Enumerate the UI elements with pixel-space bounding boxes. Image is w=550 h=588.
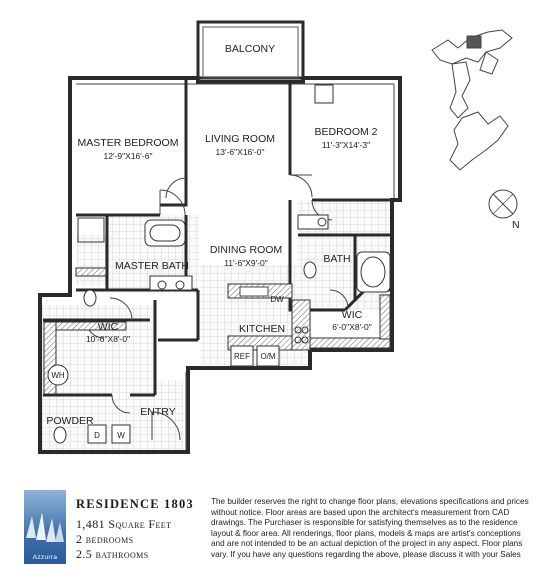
living-room-dims: 13'-6"X16'-0" bbox=[216, 147, 265, 157]
brand-name: Azzurra bbox=[32, 554, 58, 561]
master-closet-box bbox=[77, 217, 105, 243]
dining-room-dims: 11'-6"X9'-0" bbox=[224, 258, 268, 268]
bathrooms: 2.5 bathrooms bbox=[76, 547, 149, 561]
wic2-label: WIC bbox=[342, 309, 363, 321]
key-plan bbox=[431, 29, 513, 171]
floor-plan: BALCONY MASTER BEDROOM 12'-9"X16'-6" LIV… bbox=[38, 20, 520, 455]
balcony-label: BALCONY bbox=[225, 43, 275, 55]
residence-title: RESIDENCE 1803 bbox=[76, 497, 194, 511]
living-room-label: LIVING ROOM bbox=[205, 133, 275, 145]
wh-label: WH bbox=[51, 371, 65, 380]
oven-microwave bbox=[256, 345, 280, 367]
ref-label: REF bbox=[234, 352, 250, 361]
cooktop-burners bbox=[294, 326, 309, 344]
appliance-labels: DW REF O/M WH D W bbox=[51, 295, 284, 440]
unit-info: RESIDENCE 1803 1,481 Square Feet 2 bedro… bbox=[76, 497, 206, 562]
bath-label: BATH bbox=[323, 253, 350, 265]
refrigerator bbox=[230, 345, 254, 367]
kitchen-label: KITCHEN bbox=[239, 323, 285, 335]
bedroom2-column bbox=[314, 84, 334, 104]
compass-north-label: N bbox=[512, 219, 520, 231]
dryer-label: D bbox=[94, 431, 100, 440]
bedroom2-dims: 11'-3"X14'-3" bbox=[322, 140, 370, 150]
wall-inner-line bbox=[76, 83, 395, 450]
exterior-wall bbox=[38, 76, 402, 454]
powder-label: POWDER bbox=[46, 415, 94, 427]
wic2-dims: 6'-0"X8'-0" bbox=[332, 322, 372, 332]
wic1-dims: 10'-6"X8'-0" bbox=[86, 334, 130, 344]
kitchen-counters bbox=[227, 283, 311, 367]
wic1-label: WIC bbox=[98, 321, 119, 333]
brand-logo: Azzurra bbox=[24, 490, 66, 564]
dining-room-label: DINING ROOM bbox=[210, 244, 282, 256]
entry-label: ENTRY bbox=[140, 406, 175, 418]
washer-label: W bbox=[117, 431, 125, 440]
door-swings bbox=[85, 174, 349, 441]
master-bath-label: MASTER BATH bbox=[115, 260, 189, 272]
bath-fixtures bbox=[47, 214, 391, 444]
bedroom2-label: BEDROOM 2 bbox=[314, 126, 377, 138]
master-bedroom-label: MASTER BEDROOM bbox=[78, 137, 179, 149]
square-feet: 1,481 Square Feet bbox=[76, 517, 172, 531]
compass-rose: N bbox=[488, 189, 520, 231]
room-labels: BALCONY MASTER BEDROOM 12'-9"X16'-6" LIV… bbox=[46, 43, 377, 427]
disclaimer-text: The builder reserves the right to change… bbox=[211, 497, 529, 559]
om-label: O/M bbox=[260, 352, 275, 361]
closet-shelves bbox=[43, 267, 391, 395]
wave-graphic-icon bbox=[26, 512, 64, 542]
kitchen-sink bbox=[239, 286, 269, 297]
dw-label: DW bbox=[270, 295, 284, 304]
master-bedroom-dims: 12'-9"X16'-6" bbox=[104, 151, 153, 161]
bedrooms: 2 bedrooms bbox=[76, 532, 134, 546]
key-plan-unit-marker bbox=[466, 35, 482, 49]
